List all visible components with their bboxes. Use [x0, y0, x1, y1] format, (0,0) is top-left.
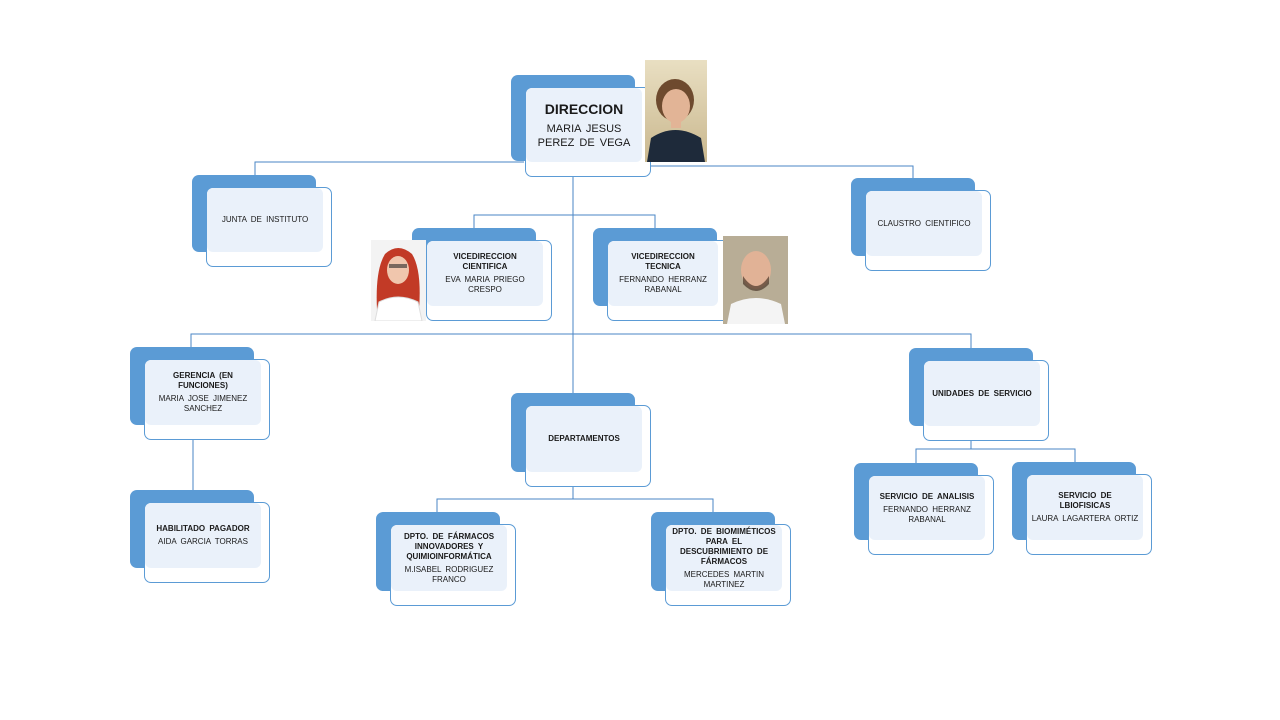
claustro-title: CLAUSTRO CIENTIFICO	[877, 218, 971, 228]
node-dpto-farmacos: DPTO. DE FÁRMACOS INNOVADORES Y QUIMIOIN…	[376, 512, 516, 606]
unidades-title: UNIDADES DE SERVICIO	[932, 388, 1032, 398]
servicio-biofisicas-title: SERVICIO DE LBIOFISICAS	[1058, 491, 1112, 510]
vice-tecnica-title: VICEDIRECCION TECNICA	[631, 252, 695, 271]
node-gerencia: GERENCIA (EN FUNCIONES) MARIA JOSE JIMEN…	[130, 347, 270, 440]
dpto-biomimeticos-title: DPTO. DE BIOMIMÉTICOS PARA EL DESCUBRIMI…	[672, 526, 776, 566]
servicio-analisis-title: SERVICIO DE ANALISIS	[879, 491, 975, 501]
node-claustro-cientifico: CLAUSTRO CIENTIFICO	[851, 178, 991, 271]
node-servicio-analisis: SERVICIO DE ANALISIS FERNANDO HERRANZ RA…	[854, 463, 994, 555]
node-dpto-biomimeticos: DPTO. DE BIOMIMÉTICOS PARA EL DESCUBRIMI…	[651, 512, 791, 606]
node-unidades-servicio: UNIDADES DE SERVICIO	[909, 348, 1049, 441]
dpto-biomimeticos-name: MERCEDES MARTIN MARTINEZ	[683, 569, 765, 589]
habilitado-name: AIDA GARCIA TORRAS	[158, 537, 248, 546]
node-departamentos: DEPARTAMENTOS	[511, 393, 651, 487]
vice-cientifica-photo	[371, 240, 426, 321]
dpto-farmacos-title: DPTO. DE FÁRMACOS INNOVADORES Y QUIMIOIN…	[403, 531, 495, 561]
node-habilitado-pagador: HABILITADO PAGADOR AIDA GARCIA TORRAS	[130, 490, 270, 583]
gerencia-name: MARIA JOSE JIMENEZ SANCHEZ	[158, 394, 248, 413]
servicio-analisis-name: FERNANDO HERRANZ RABANAL	[883, 504, 971, 524]
node-vicedireccion-cientifica: VICEDIRECCION CIENTIFICA EVA MARIA PRIEG…	[412, 228, 552, 321]
direccion-photo	[645, 60, 707, 162]
dpto-farmacos-name: M.ISABEL RODRIGUEZ FRANCO	[404, 564, 494, 584]
node-direccion: DIRECCION MARIA JESUS PEREZ DE VEGA	[511, 75, 651, 177]
gerencia-title: GERENCIA (EN FUNCIONES)	[173, 371, 233, 390]
vice-tecnica-name: FERNANDO HERRANZ RABANAL	[619, 275, 707, 294]
junta-title: JUNTA DE INSTITUTO	[221, 215, 309, 224]
vice-cientifica-title: VICEDIRECCION CIENTIFICA	[453, 252, 517, 271]
vice-cientifica-name: EVA MARIA PRIEGO CRESPO	[445, 275, 525, 294]
habilitado-title: HABILITADO PAGADOR	[156, 524, 250, 533]
servicio-biofisicas-name: LAURA LAGARTERA ORTIZ	[1031, 514, 1139, 523]
node-vicedireccion-tecnica: VICEDIRECCION TECNICA FERNANDO HERRANZ R…	[593, 228, 733, 321]
direccion-title: DIRECCION	[544, 101, 624, 117]
node-junta-instituto: JUNTA DE INSTITUTO	[192, 175, 332, 267]
node-servicio-biofisicas: SERVICIO DE LBIOFISICAS LAURA LAGARTERA …	[1012, 462, 1152, 555]
vice-tecnica-photo	[723, 236, 788, 324]
departamentos-title: DEPARTAMENTOS	[548, 434, 620, 443]
direccion-name: MARIA JESUS PEREZ DE VEGA	[537, 123, 631, 149]
